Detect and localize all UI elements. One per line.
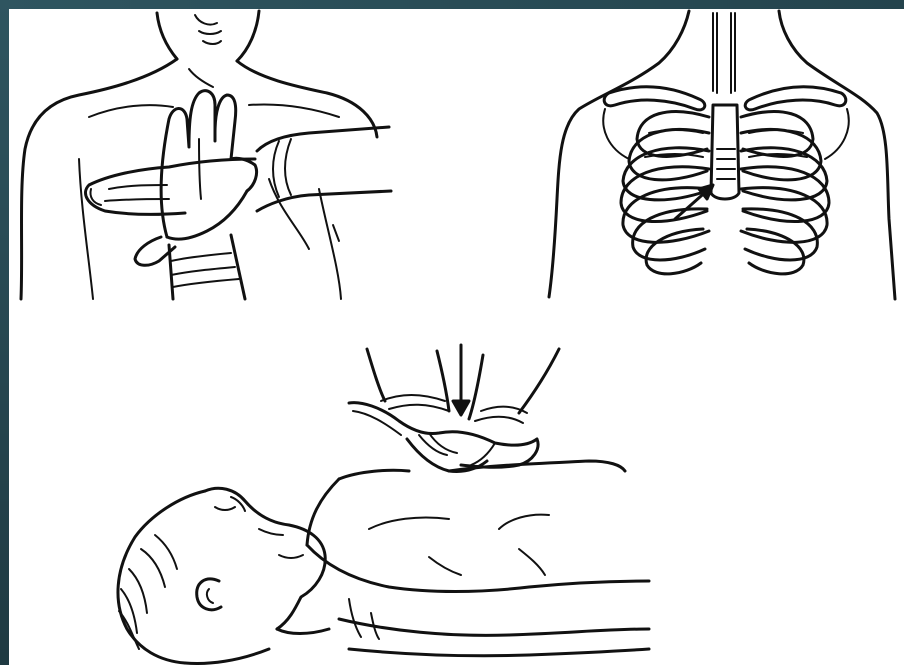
slide-canvas (9, 9, 904, 665)
slide-frame-top (0, 0, 904, 9)
slide-frame-left (0, 0, 9, 665)
rib-cage-illustration (549, 11, 895, 299)
illustration-canvas (9, 9, 904, 665)
cpr-compression-illustration (118, 345, 649, 663)
hand-on-chest-illustration (21, 11, 391, 299)
